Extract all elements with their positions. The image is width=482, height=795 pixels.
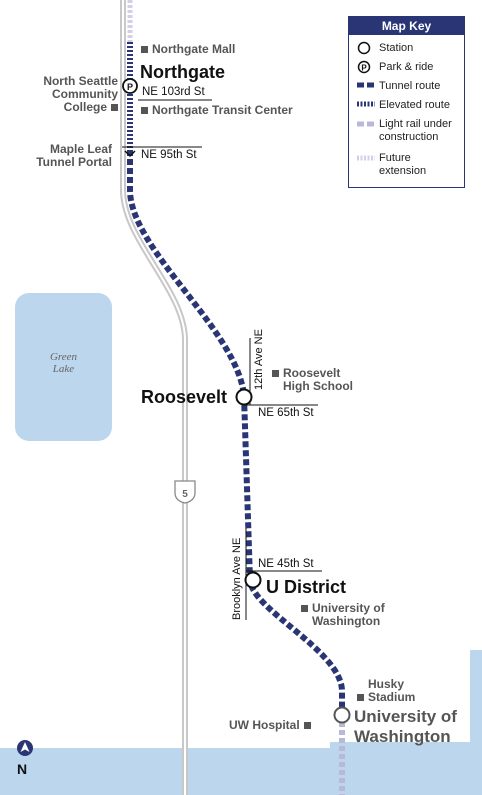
northgate-transit-center-label: Northgate Transit Center [141, 104, 293, 117]
northgate-park-ride-marker [122, 78, 138, 94]
map-key-title: Map Key [349, 17, 464, 35]
landmark-square-icon [301, 604, 308, 612]
ne-95th-label: NE 95th St [141, 149, 197, 161]
uw-station-marker [333, 706, 351, 724]
ne-103rd-label: NE 103rd St [142, 86, 205, 98]
university-of-washington-label: University of Washington [301, 602, 385, 628]
key-row-future: Future extension [349, 152, 464, 180]
landmark-square-icon [111, 103, 118, 111]
northgate-mall-label: Northgate Mall [141, 43, 235, 56]
key-row-construction: Light rail under construction [349, 118, 464, 146]
roosevelt-station-marker [235, 388, 253, 406]
uw-station-label: University of Washington [354, 707, 457, 746]
landmark-square-icon [357, 693, 364, 701]
north-seattle-college-label: North Seattle Community College [43, 74, 118, 114]
landmark-square-icon [141, 45, 148, 53]
tunnel-route-line [127, 150, 345, 714]
landmark-square-icon [141, 106, 148, 114]
tunnel-portal-marker [124, 150, 136, 158]
map-key: Map Key Station P Park & ride Tunnel rou… [348, 16, 465, 188]
i5-shield [174, 480, 196, 504]
roosevelt-high-school-label: Roosevelt High School [272, 367, 353, 393]
green-lake-water [15, 293, 112, 441]
maple-leaf-portal-label: Maple Leaf Tunnel Portal [36, 142, 112, 169]
key-label-park-ride: Park & ride [379, 61, 434, 73]
key-label-station: Station [379, 42, 414, 54]
u-district-station-label: U District [266, 577, 347, 597]
key-label-future-1: Future [379, 152, 411, 164]
northgate-station-label: Northgate [140, 62, 225, 82]
i5-highway-inner [122, 0, 186, 795]
north-arrow-icon [17, 740, 33, 756]
ship-canal-water [0, 748, 130, 770]
north-arrow-label: N [17, 761, 28, 777]
key-label-construction-2: construction [379, 131, 439, 143]
12th-ave-label: 12th Ave NE [253, 329, 265, 390]
key-label-construction-1: Light rail under [379, 118, 452, 130]
key-row-park-ride: P Park & ride [349, 60, 464, 74]
landmark-square-icon [272, 369, 279, 377]
ne-65th-label: NE 65th St [258, 407, 314, 419]
key-row-tunnel: Tunnel route [349, 79, 464, 93]
key-row-station: Station [349, 41, 464, 55]
ne-45th-label: NE 45th St [258, 558, 314, 570]
roosevelt-station-label: Roosevelt [141, 387, 228, 407]
union-bay-water [470, 650, 482, 750]
landmark-square-icon [303, 721, 311, 729]
i5-shield-number: 5 [182, 489, 188, 500]
key-label-future-2: extension [379, 165, 427, 177]
green-lake-label: Green Lake [49, 351, 78, 375]
u-district-station-marker [244, 571, 262, 589]
park-ride-glyph: P [127, 82, 133, 92]
key-label-tunnel: Tunnel route [379, 80, 441, 92]
key-label-elevated: Elevated route [379, 99, 450, 111]
husky-stadium-label: Husky Stadium [357, 678, 415, 704]
uw-hospital-label: UW Hospital [229, 719, 311, 732]
brooklyn-ave-label: Brooklyn Ave NE [231, 537, 243, 620]
park-ride-key-glyph: P [361, 64, 367, 73]
key-row-elevated: Elevated route [349, 98, 464, 112]
